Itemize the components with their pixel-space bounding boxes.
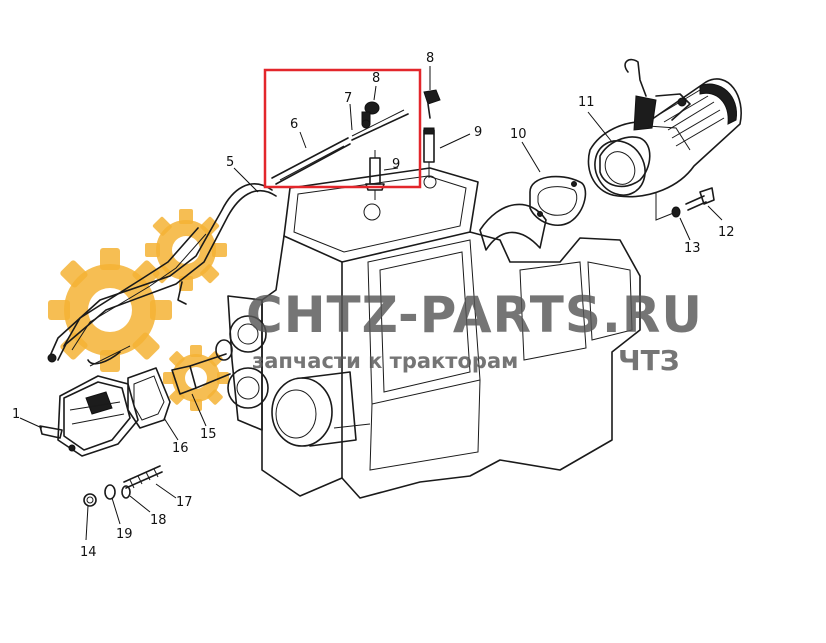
part-label-5: 5	[226, 155, 234, 170]
highlight-frame	[263, 68, 422, 189]
watermark-brand: ЧТЗ	[618, 344, 680, 377]
leader-lines	[19, 66, 723, 541]
part-label-14: 14	[80, 545, 97, 560]
part-label-19: 19	[116, 527, 133, 542]
watermark-site: CHTZ-PARTS.RU	[246, 286, 703, 344]
part-label-17: 17	[176, 495, 193, 510]
part-label-7: 7	[344, 91, 352, 106]
starter-motor	[587, 58, 742, 198]
bolt-and-washer	[655, 187, 715, 221]
gasket	[529, 175, 587, 226]
watermark: CHTZ-PARTS.RU запчасти к тракторам ЧТЗ	[246, 286, 703, 377]
fitting-and-injector	[423, 89, 441, 178]
highlighted-assembly	[271, 101, 409, 200]
part-label-6: 6	[290, 117, 298, 132]
part-label-18: 18	[150, 513, 167, 528]
part-label-16: 16	[172, 441, 189, 456]
part-label-8-inner: 8	[372, 71, 380, 86]
engine-block	[227, 167, 641, 499]
part-label-12: 12	[718, 225, 735, 240]
fuel-pump	[39, 339, 233, 507]
fuel-pipe	[47, 183, 277, 367]
part-label-9-outer: 9	[474, 125, 482, 140]
part-label-8-outer: 8	[426, 51, 434, 66]
part-label-9-inner: 9	[392, 157, 400, 172]
part-labels: 1 5 6 7 8 8 9 9 10 11 12 13 14 15 16 17 …	[12, 51, 735, 560]
part-label-15: 15	[200, 427, 217, 442]
part-label-10: 10	[510, 127, 527, 142]
part-label-11: 11	[578, 95, 595, 110]
part-label-13: 13	[684, 241, 701, 256]
watermark-tagline: запчасти к тракторам	[252, 349, 518, 373]
part-label-1: 1	[12, 407, 20, 422]
